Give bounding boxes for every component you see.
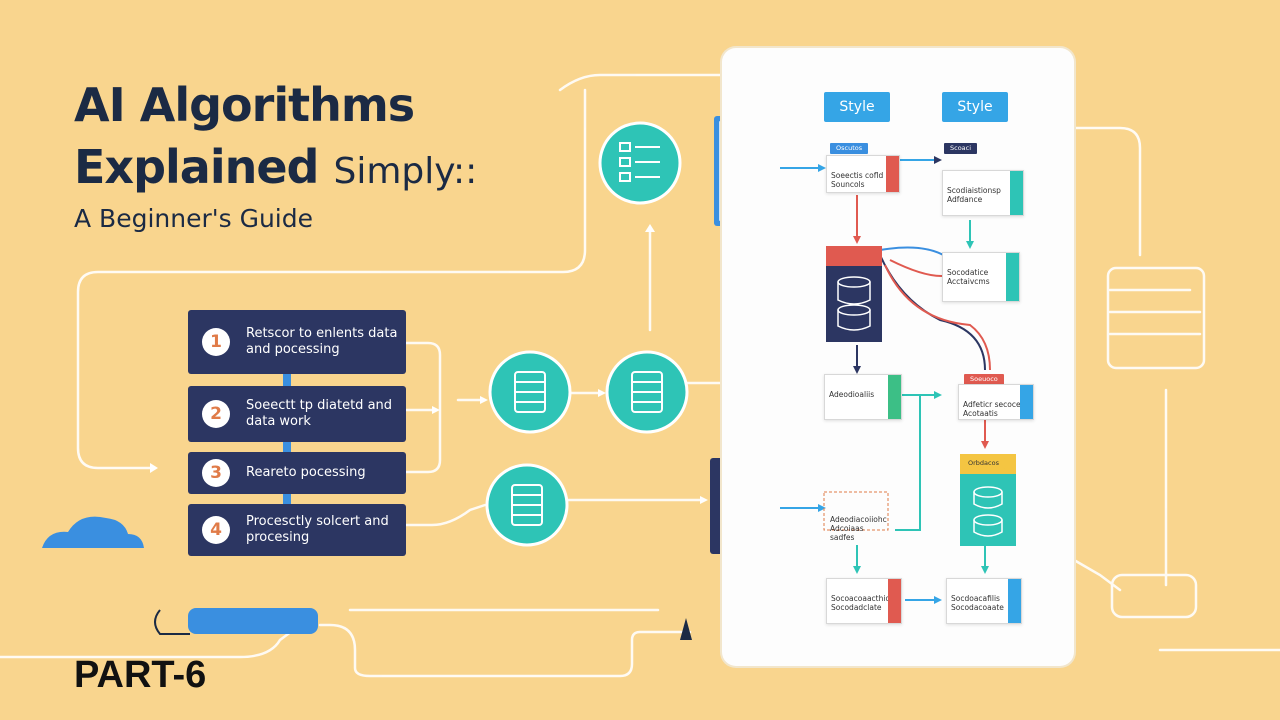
card-accent bbox=[1008, 579, 1021, 623]
card-accent bbox=[1006, 253, 1019, 301]
part-label: PART-6 bbox=[74, 654, 207, 696]
card-text: Adfeticr secoce Acotaatis bbox=[963, 400, 1021, 418]
step-number: 1 bbox=[202, 328, 230, 356]
card-accent bbox=[888, 375, 901, 419]
subtitle: A Beginner's Guide bbox=[74, 204, 314, 233]
step-number: 3 bbox=[202, 459, 230, 487]
card-accent bbox=[1020, 385, 1033, 419]
card-text: Adeodiacoiiohc Adcoiaas sadfes bbox=[830, 515, 887, 542]
card-accent bbox=[888, 579, 901, 623]
style-pill-2: Style bbox=[942, 92, 1008, 122]
step-text: Retscor to enlents data and pocessing bbox=[246, 326, 398, 357]
step-text: Reareto pocessing bbox=[246, 465, 366, 480]
step-4: 4 Procesctly solcert and procesing bbox=[188, 504, 406, 556]
card-text: Socoacoaacthios Socodadclate bbox=[831, 594, 894, 612]
style-pill-1: Style bbox=[824, 92, 890, 122]
card-text: Soeectis cofld Souncols bbox=[831, 171, 884, 189]
tag-4: Orbdacos bbox=[962, 458, 1005, 469]
card-text: Scodiaistionsp Adfdance bbox=[947, 186, 1001, 204]
card-1: Soeectis cofld Souncols bbox=[826, 155, 900, 193]
card-text: Socdoacafilis Socodacoaate bbox=[951, 594, 1004, 612]
card-5: Adfeticr secoce Acotaatis bbox=[958, 384, 1034, 420]
title-line-1: AI Algorithms bbox=[74, 78, 415, 132]
card-3: Socodatice Acctaivcms bbox=[942, 252, 1020, 302]
step-number: 4 bbox=[202, 516, 230, 544]
flowchart-panel bbox=[722, 48, 1074, 666]
step-3: 3 Reareto pocessing bbox=[188, 452, 406, 494]
step-1: 1 Retscor to enlents data and pocessing bbox=[188, 310, 406, 374]
title-line-2: Explained Simply:: bbox=[74, 140, 477, 194]
card-8: Socdoacafilis Socodacoaate bbox=[946, 578, 1022, 624]
card-7: Socoacoaacthios Socodadclate bbox=[826, 578, 902, 624]
step-2: 2 Soeectt tp diatetd and data work bbox=[188, 386, 406, 442]
card-2: Scodiaistionsp Adfdance bbox=[942, 170, 1024, 216]
title-line-2-light: Simply:: bbox=[333, 151, 478, 192]
tag-3: Soeuoco bbox=[964, 374, 1004, 385]
card-accent bbox=[1010, 171, 1023, 215]
tag-2: Scoaci bbox=[944, 143, 978, 154]
card-6: Adeodiacoiiohc Adcoiaas sadfes bbox=[826, 500, 887, 542]
step-text: Soeectt tp diatetd and data work bbox=[246, 398, 393, 429]
title-line-2-bold: Explained bbox=[74, 140, 319, 194]
card-text: Adeodioaliis bbox=[829, 390, 875, 399]
tag-1: Oscutos bbox=[830, 143, 869, 154]
card-4: Adeodioaliis bbox=[824, 374, 902, 420]
card-accent bbox=[886, 156, 899, 192]
step-number: 2 bbox=[202, 400, 230, 428]
step-text: Procesctly solcert and procesing bbox=[246, 514, 389, 545]
card-text: Socodatice Acctaivcms bbox=[947, 268, 990, 286]
